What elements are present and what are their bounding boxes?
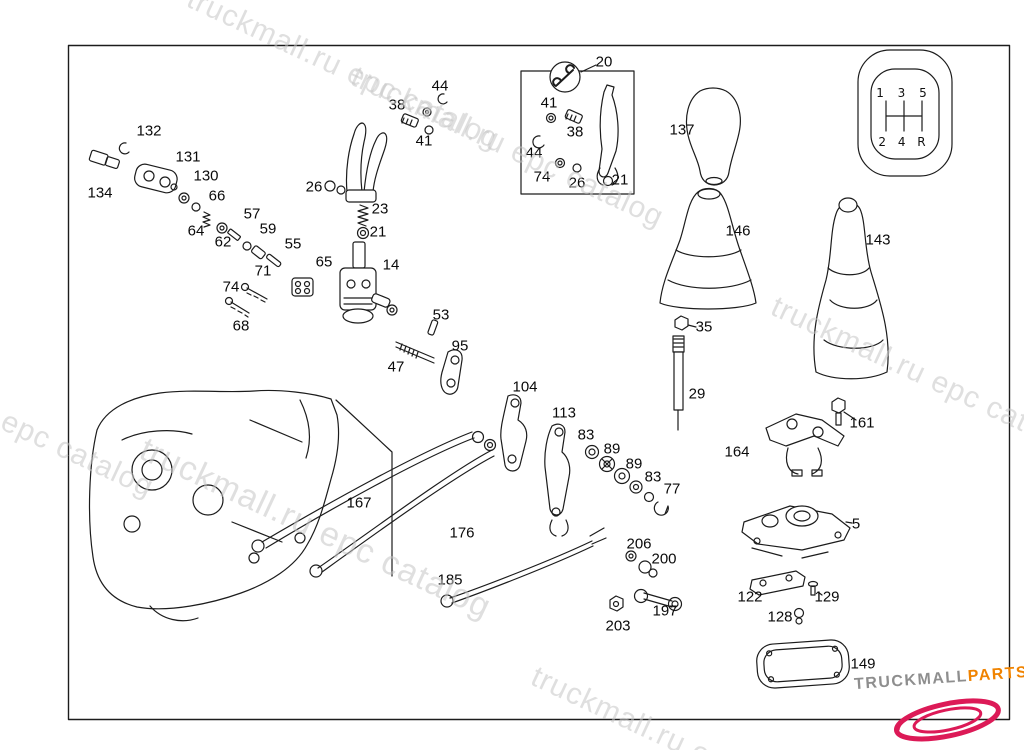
shift-pattern-top: 1 3 5 bbox=[876, 86, 932, 100]
inset-box-drawing bbox=[520, 61, 635, 195]
shift-rods-drawing bbox=[251, 431, 607, 608]
bracket-164-drawing bbox=[765, 397, 857, 477]
boot-143-drawing bbox=[813, 197, 889, 380]
small-parts-38-44-41 bbox=[400, 93, 448, 135]
rod-47-drawing bbox=[395, 319, 463, 395]
bracket-lines bbox=[335, 399, 393, 577]
logo-parts: PARTS bbox=[967, 663, 1024, 686]
logo-swirl-icon bbox=[893, 698, 1001, 742]
brand-logo: TRUCKMALLPARTS bbox=[848, 652, 1024, 750]
shift-lever-drawing bbox=[339, 122, 398, 324]
gasket-149-drawing bbox=[756, 639, 850, 689]
engine-block-drawing bbox=[88, 389, 340, 622]
small-parts-bottom-drawing bbox=[609, 550, 683, 612]
shift-pattern-bottom: 2 4 R bbox=[878, 135, 929, 149]
diagram-frame bbox=[67, 44, 1011, 721]
shift-pattern-drawing bbox=[857, 49, 953, 177]
housing-5-drawing bbox=[741, 505, 853, 559]
fastener-cluster-drawing bbox=[88, 142, 346, 318]
links-drawing bbox=[471, 394, 571, 537]
bracket-122-drawing bbox=[749, 570, 823, 625]
boot-146-drawing bbox=[659, 187, 757, 310]
rod-29-drawing bbox=[672, 315, 697, 431]
washer-chain-drawing bbox=[584, 444, 669, 516]
gear-knob-drawing bbox=[685, 87, 741, 186]
